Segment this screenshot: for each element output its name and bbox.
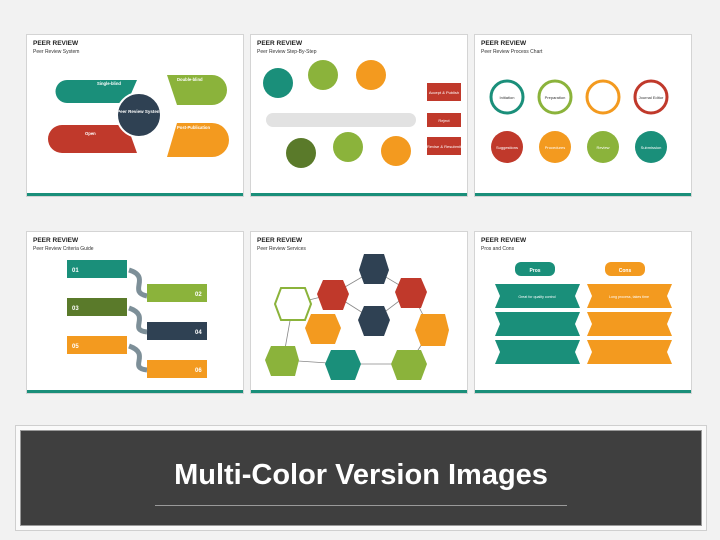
step-number: 05 [72, 344, 79, 350]
slide-subtitle: Peer Review System [33, 49, 80, 55]
slide-subtitle: Peer Review Criteria Guide [33, 246, 94, 252]
process-step: Suggestions [496, 145, 518, 150]
slide-title: PEER REVIEW [33, 237, 79, 244]
slide-accent-bar [475, 193, 691, 196]
slide-accent-bar [27, 193, 243, 196]
slide-thumbnail-criteria-guide[interactable]: PEER REVIEW Peer Review Criteria Guide 0… [26, 231, 244, 394]
outcome-label: Revise & Resubmit [427, 144, 462, 149]
slide-subtitle: Pros and Cons [481, 246, 515, 252]
slide-subtitle: Peer Review Step-By-Step [257, 49, 317, 55]
slide-title: PEER REVIEW [481, 40, 527, 47]
step-number: 01 [72, 268, 79, 274]
process-step: Procedures [545, 145, 565, 150]
pros-item: Great for quality control [518, 295, 556, 299]
slide-thumbnail-process-chart[interactable]: PEER REVIEW Peer Review Process Chart In… [474, 34, 692, 197]
process-step: Initiation [500, 95, 515, 100]
slide-accent-bar [475, 390, 691, 393]
slide-subtitle: Peer Review Process Chart [481, 49, 543, 55]
pros-cons-diagram: Pros Cons Great for quality control Long… [495, 262, 672, 364]
slide-accent-bar [251, 193, 467, 196]
item-label: Open [85, 131, 96, 136]
item-label: Double-blind [177, 77, 203, 82]
banner: Multi-Color Version Images [20, 430, 702, 526]
item-label: Post-Publication [177, 125, 210, 130]
step-number: 03 [72, 306, 79, 312]
process-step: Submission [641, 145, 662, 150]
pros-label: Pros [529, 268, 540, 274]
slide-thumbnail-step-by-step[interactable]: PEER REVIEW Peer Review Step-By-Step Acc… [250, 34, 468, 197]
item-label: Single-blind [97, 81, 121, 86]
cons-label: Cons [619, 268, 632, 274]
step-number: 04 [195, 330, 202, 336]
step-number: 06 [195, 368, 202, 374]
process-step: Preparation [545, 95, 566, 100]
slide-thumbnail-pros-cons[interactable]: PEER REVIEW Pros and Cons Pros Cons Grea… [474, 231, 692, 394]
process-step: Journal Editor [639, 95, 664, 100]
banner-title: Multi-Color Version Images [174, 459, 548, 491]
banner-divider [155, 505, 567, 506]
process-chart-diagram: Initiation Preparation Journal Editor Su… [489, 79, 669, 163]
slide-accent-bar [27, 390, 243, 393]
slide-subtitle: Peer Review Services [257, 246, 306, 252]
criteria-guide-diagram: 01 02 03 04 05 06 [67, 260, 207, 378]
services-diagram [265, 254, 449, 380]
slide-title: PEER REVIEW [257, 40, 303, 47]
peer-review-system-diagram: Peer Review System Single-blind Double-b… [48, 75, 229, 157]
process-step: Review [596, 145, 609, 150]
slide-thumbnail-services[interactable]: PEER REVIEW Peer Review Services [250, 231, 468, 394]
slide-accent-bar [251, 390, 467, 393]
outcome-label: Reject [438, 118, 450, 123]
center-label: Peer Review System [117, 109, 161, 114]
slide-title: PEER REVIEW [33, 40, 79, 47]
slide-title: PEER REVIEW [257, 237, 303, 244]
slide-thumbnail-peer-review-system[interactable]: PEER REVIEW Peer Review System Peer Revi… [26, 34, 244, 197]
slide-title: PEER REVIEW [481, 237, 527, 244]
step-by-step-diagram: Accept & Publish Reject Revise & Resubmi… [263, 60, 462, 168]
outcome-label: Accept & Publish [429, 90, 459, 95]
cons-item: Long process, takes time [609, 295, 649, 299]
step-number: 02 [195, 292, 202, 298]
